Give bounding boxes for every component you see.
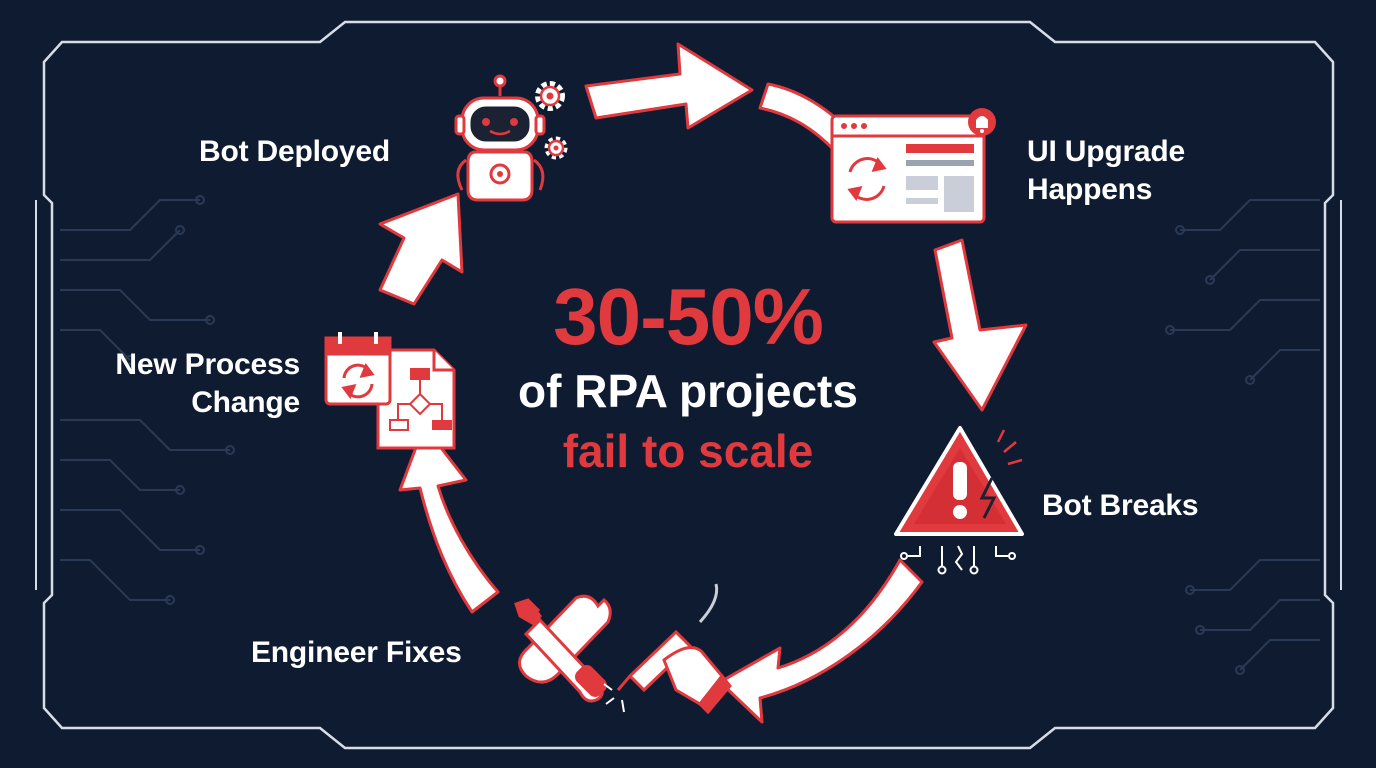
headline-subtitle: of RPA projects [518, 365, 858, 417]
arrow-bot-breaks-to-engineer-fixes [718, 558, 924, 724]
gear-icon [535, 81, 568, 160]
soldering-iron-icon [603, 583, 732, 715]
stage-label-bot-deployed: Bot Deployed [199, 133, 390, 171]
frame-accents [35, 200, 1342, 590]
warning-icon [894, 426, 1024, 575]
stage-label-line: Happens [1027, 173, 1153, 206]
robot-icon [454, 74, 546, 202]
bell-icon [968, 108, 996, 136]
circuit-pattern-left [60, 195, 235, 605]
stage-label-line: Engineer Fixes [251, 636, 462, 669]
arrow-engineer-fixes-to-new-process [398, 424, 500, 614]
stage-label-line: Bot Deployed [199, 135, 390, 168]
calendar-flowchart-icon [324, 332, 456, 450]
arrow-new-process-to-bot-deployed [378, 192, 464, 306]
stage-label-line: Bot Breaks [1042, 489, 1199, 522]
headline-stat: 30-50% [553, 272, 824, 361]
stage-label-line: Change [191, 386, 300, 419]
stage-label-bot-breaks: Bot Breaks [1042, 487, 1199, 525]
browser-window-icon [830, 114, 986, 224]
tools-icon [514, 594, 612, 703]
circuit-pattern-right [1165, 199, 1320, 675]
arrow-bot-deployed-to-ui-upgrade [584, 42, 754, 130]
headline-emphasis: fail to scale [562, 425, 814, 477]
stage-label-engineer-fixes: Engineer Fixes [251, 634, 462, 672]
stage-label-new-process-change: New Process Change [60, 346, 300, 422]
stage-label-line: UI Upgrade [1027, 135, 1186, 168]
stage-label-line: New Process [115, 348, 300, 381]
tech-frame [42, 20, 1335, 750]
arrow-ui-upgrade-to-bot-breaks [932, 238, 1028, 412]
stage-label-ui-upgrade: UI Upgrade Happens [1027, 133, 1185, 209]
